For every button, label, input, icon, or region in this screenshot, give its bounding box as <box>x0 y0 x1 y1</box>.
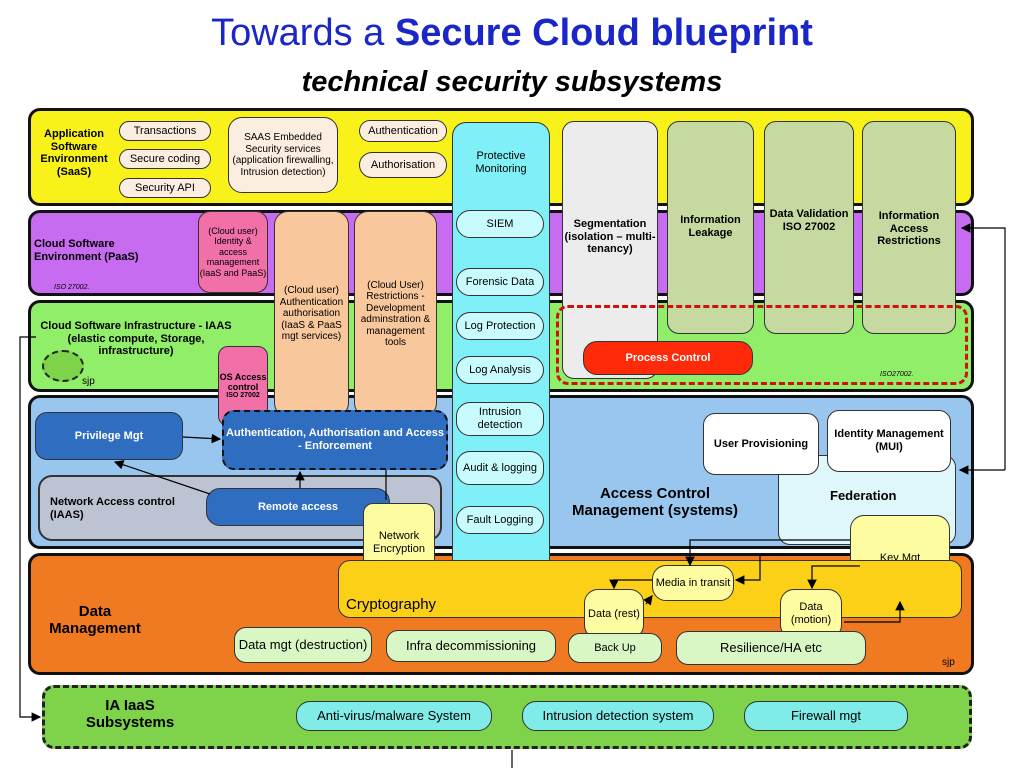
data-rest-box: Data (rest) <box>584 589 644 639</box>
ia-label: IA IaaS Subsystems <box>85 697 175 732</box>
log-protection-box: Log Protection <box>456 312 544 340</box>
cloud-user-auth-box: (Cloud user) Authentication authorisatio… <box>274 211 349 417</box>
authorisation-box: Authorisation <box>359 152 447 178</box>
antivirus-box: Anti-virus/malware System <box>296 701 492 731</box>
data-mgt-destruction-box: Data mgt (destruction) <box>234 627 372 663</box>
information-access-restrictions-box: Information Access Restrictions <box>862 121 956 334</box>
security-api-box: Security API <box>119 178 211 198</box>
cloud-user-iam-box: (Cloud user) Identity & access managemen… <box>198 211 268 293</box>
privilege-mgt-box: Privilege Mgt <box>35 412 183 460</box>
access-control-management-label: Access Control Management (systems) <box>572 485 738 520</box>
secure-coding-box: Secure coding <box>119 149 211 169</box>
paas-iso-label: ISO 27002. <box>54 284 90 291</box>
backup-box: Back Up <box>568 633 662 663</box>
saas-embedded-box: SAAS Embedded Security services (applica… <box>228 117 338 193</box>
sjp-mark-1: sjp <box>82 376 95 387</box>
process-control-box: Process Control <box>583 341 753 375</box>
data-validation-box: Data Validation ISO 27002 <box>764 121 854 334</box>
saas-label: Application Software Environment (SaaS) <box>40 128 108 178</box>
data-management-label: Data Management <box>49 603 141 638</box>
protective-monitoring-title: Protective Monitoring <box>475 150 527 175</box>
paas-label: Cloud Software Environment (PaaS) <box>34 238 139 263</box>
intrusion-detection-system-box: Intrusion detection system <box>522 701 714 731</box>
audit-logging-box: Audit & logging <box>456 451 544 485</box>
data-motion-box: Data (motion) <box>780 589 842 639</box>
firewall-mgt-box: Firewall mgt <box>744 701 908 731</box>
network-access-control-label: Network Access control (IAAS) <box>50 496 175 521</box>
forensic-data-box: Forensic Data <box>456 268 544 296</box>
media-in-transit-box: Media in transit <box>652 565 734 601</box>
user-provisioning-box: User Provisioning <box>703 413 819 475</box>
log-analysis-box: Log Analysis <box>456 356 544 384</box>
siem-box: SIEM <box>456 210 544 238</box>
cloud-user-restrictions-box: (Cloud User) Restrictions - Development … <box>354 211 437 417</box>
page-subtitle: technical security subsystems <box>301 66 723 98</box>
resilience-ha-box: Resilience/HA etc <box>676 631 866 665</box>
cryptography-label: Cryptography <box>346 596 437 613</box>
iaas-label: Cloud Software Infrastructure - IAAS (el… <box>40 320 232 358</box>
transactions-box: Transactions <box>119 121 211 141</box>
column-iso-label: ISO27002. <box>880 371 914 378</box>
remote-access-box: Remote access <box>206 488 390 526</box>
segmentation-box: Segmentation (isolation – multi-tenancy) <box>562 121 658 379</box>
information-leakage-box: Information Leakage <box>667 121 754 334</box>
authentication-box: Authentication <box>359 120 447 142</box>
identity-management-box: Identity Management (MUI) <box>827 410 951 472</box>
fault-logging-box: Fault Logging <box>456 506 544 534</box>
infra-decommissioning-box: Infra decommissioning <box>386 630 556 662</box>
dashed-green-marker <box>42 350 84 382</box>
intrusion-detection-box: Intrusion detection <box>456 402 544 436</box>
federation-label: Federation <box>830 488 897 503</box>
page-title: Towards a Secure Cloud blueprint <box>211 12 813 54</box>
sjp-mark-2: sjp <box>942 657 955 668</box>
aaa-enforcement-box: Authentication, Authorisation and Access… <box>222 410 448 470</box>
